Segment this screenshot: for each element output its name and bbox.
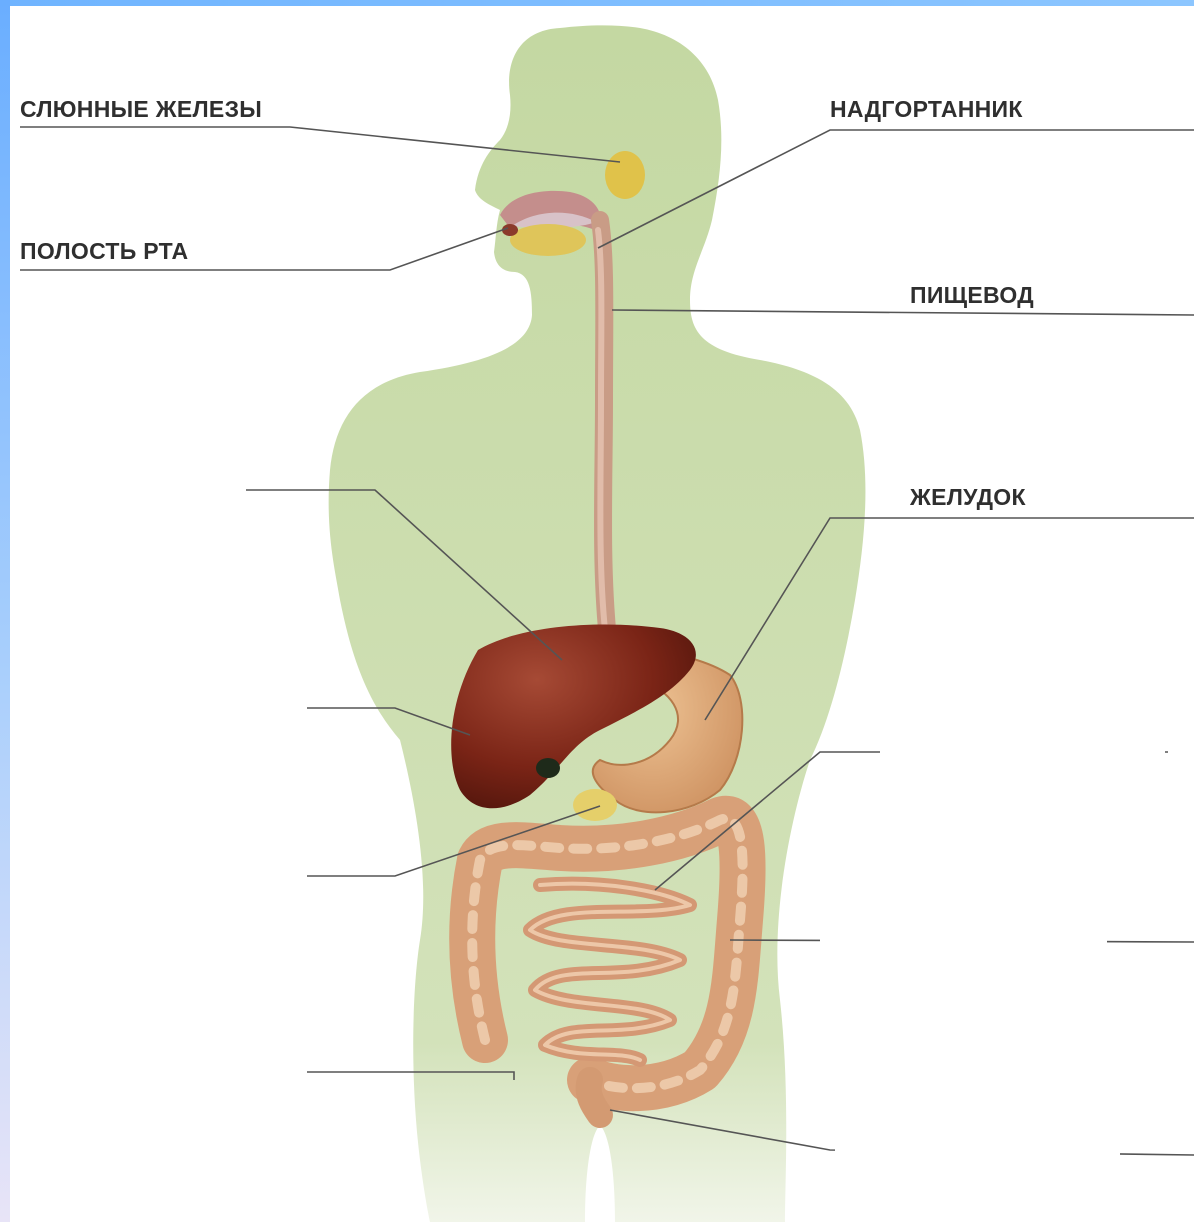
label-epiglottis: НАДГОРТАННИК	[830, 96, 1023, 123]
label-salivary-glands: СЛЮННЫЕ ЖЕЛЕЗЫ	[20, 96, 262, 123]
gallbladder-shape	[536, 758, 560, 778]
blank-answer-box-rectum	[835, 1100, 1120, 1210]
blank-answer-box-colon	[820, 890, 1107, 1000]
blank-answer-box-small-intestine	[880, 690, 1165, 780]
label-esophagus: ПИЩЕВОД	[910, 282, 1034, 309]
pancreas-shape	[573, 789, 617, 821]
salivary-gland-upper	[605, 151, 645, 199]
leader-line-esophagus	[612, 310, 1194, 315]
salivary-gland-lower	[510, 224, 586, 256]
rectum-shape	[589, 1080, 600, 1115]
label-oral-cavity: ПОЛОСТЬ РТА	[20, 238, 188, 265]
label-stomach: ЖЕЛУДОК	[910, 484, 1026, 511]
body-silhouette	[329, 25, 866, 1222]
